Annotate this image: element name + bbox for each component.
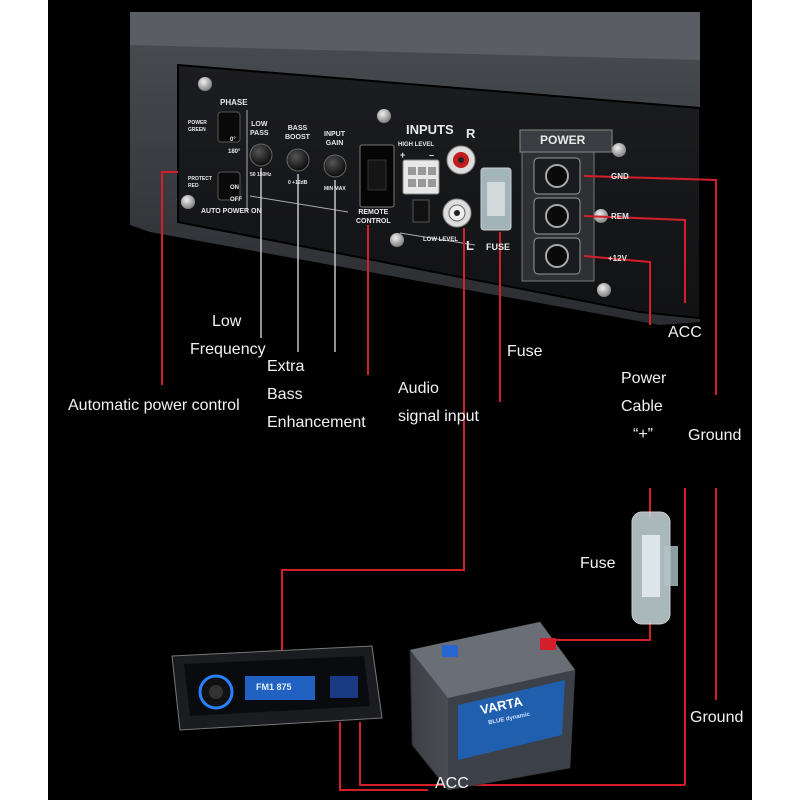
label-acc-top: ACC <box>668 324 702 341</box>
low-pass-label: LOW PASS <box>250 121 269 137</box>
phase-title: PHASE <box>220 98 248 107</box>
low-pass-range: 50 150Hz <box>250 172 272 178</box>
screw-icon <box>390 233 404 247</box>
label-bass: Bass <box>267 386 303 403</box>
car-battery <box>409 621 576 791</box>
label-ground-bottom: Ground <box>690 709 744 726</box>
low-pass-knob[interactable] <box>249 143 273 167</box>
battery-negative-terminal <box>442 645 458 657</box>
high-level-label: HIGH LEVEL <box>398 142 435 148</box>
off-label: OFF <box>230 197 242 203</box>
wiring <box>161 171 717 791</box>
label-audio: Audio <box>398 380 439 397</box>
fuse-panel-label: FUSE <box>486 242 511 252</box>
stereo-display-text: FM1 875 <box>256 682 292 692</box>
label-power: Power <box>621 370 667 387</box>
car-stereo <box>171 645 383 731</box>
high-level-plus: + <box>400 150 406 160</box>
label-low: Low <box>212 313 242 330</box>
label-acc-bottom: ACC <box>435 775 469 792</box>
inline-fuse-holder <box>631 511 678 625</box>
label-frequency: Frequency <box>190 341 266 358</box>
label-extra: Extra <box>267 358 305 375</box>
pointer-lines <box>260 168 336 352</box>
on-label: ON <box>230 185 239 191</box>
power-label: POWER <box>540 133 586 147</box>
label-enhancement: Enhancement <box>267 414 366 431</box>
phase-180-label: 180° <box>228 149 241 155</box>
bass-boost-range: 0 +12dB <box>288 180 308 186</box>
plus12v-label: +12V <box>608 254 627 263</box>
diagram-svg <box>130 12 717 791</box>
label-automatic-power-control: Automatic power control <box>68 397 240 414</box>
battery-label <box>458 680 565 760</box>
stereo-display <box>245 676 315 700</box>
screw-icon <box>198 77 212 91</box>
high-level-minus: – <box>429 150 435 160</box>
label-plus-quote: “+” <box>633 426 653 443</box>
phase-switch[interactable] <box>217 111 241 143</box>
battery-positive-terminal <box>540 638 556 650</box>
low-level-label: LOW LEVEL <box>423 237 458 243</box>
bass-boost-label: BASS BOOST <box>285 125 310 141</box>
gnd-label: GND <box>611 172 629 181</box>
label-fuse-top: Fuse <box>507 343 543 360</box>
remote-control-label: REMOTE CONTROL <box>356 209 391 225</box>
input-gain-label: INPUT GAIN <box>324 131 345 147</box>
label-cable: Cable <box>621 398 663 415</box>
input-gain-range: MIN MAX <box>324 186 346 192</box>
amplifier-top <box>130 12 700 60</box>
input-gain-knob[interactable] <box>323 154 347 178</box>
power-green-label: POWER GREEN <box>188 120 207 133</box>
inputs-label: INPUTS <box>406 122 454 137</box>
screw-icon <box>612 143 626 157</box>
inputs-r-label: R <box>466 126 476 141</box>
screw-icon <box>597 283 611 297</box>
auto-power-on-label: AUTO POWER ON <box>201 208 262 215</box>
auto-power-switch[interactable] <box>217 171 241 201</box>
label-signal-input: signal input <box>398 408 479 425</box>
diagram-stage: PHASE 0° 180° POWER GREEN PROTECT RED ON… <box>48 0 752 800</box>
screw-icon <box>377 109 391 123</box>
phase-0-label: 0° <box>230 137 236 143</box>
inputs-l-label: L <box>466 238 474 253</box>
rem-label: REM <box>611 212 629 221</box>
protect-red-label: PROTECT RED <box>188 176 212 189</box>
label-ground-top: Ground <box>688 427 742 444</box>
screw-icon <box>181 195 195 209</box>
label-fuse-mid: Fuse <box>580 555 616 572</box>
high-level-connector[interactable] <box>402 159 440 195</box>
bass-boost-knob[interactable] <box>286 148 310 172</box>
